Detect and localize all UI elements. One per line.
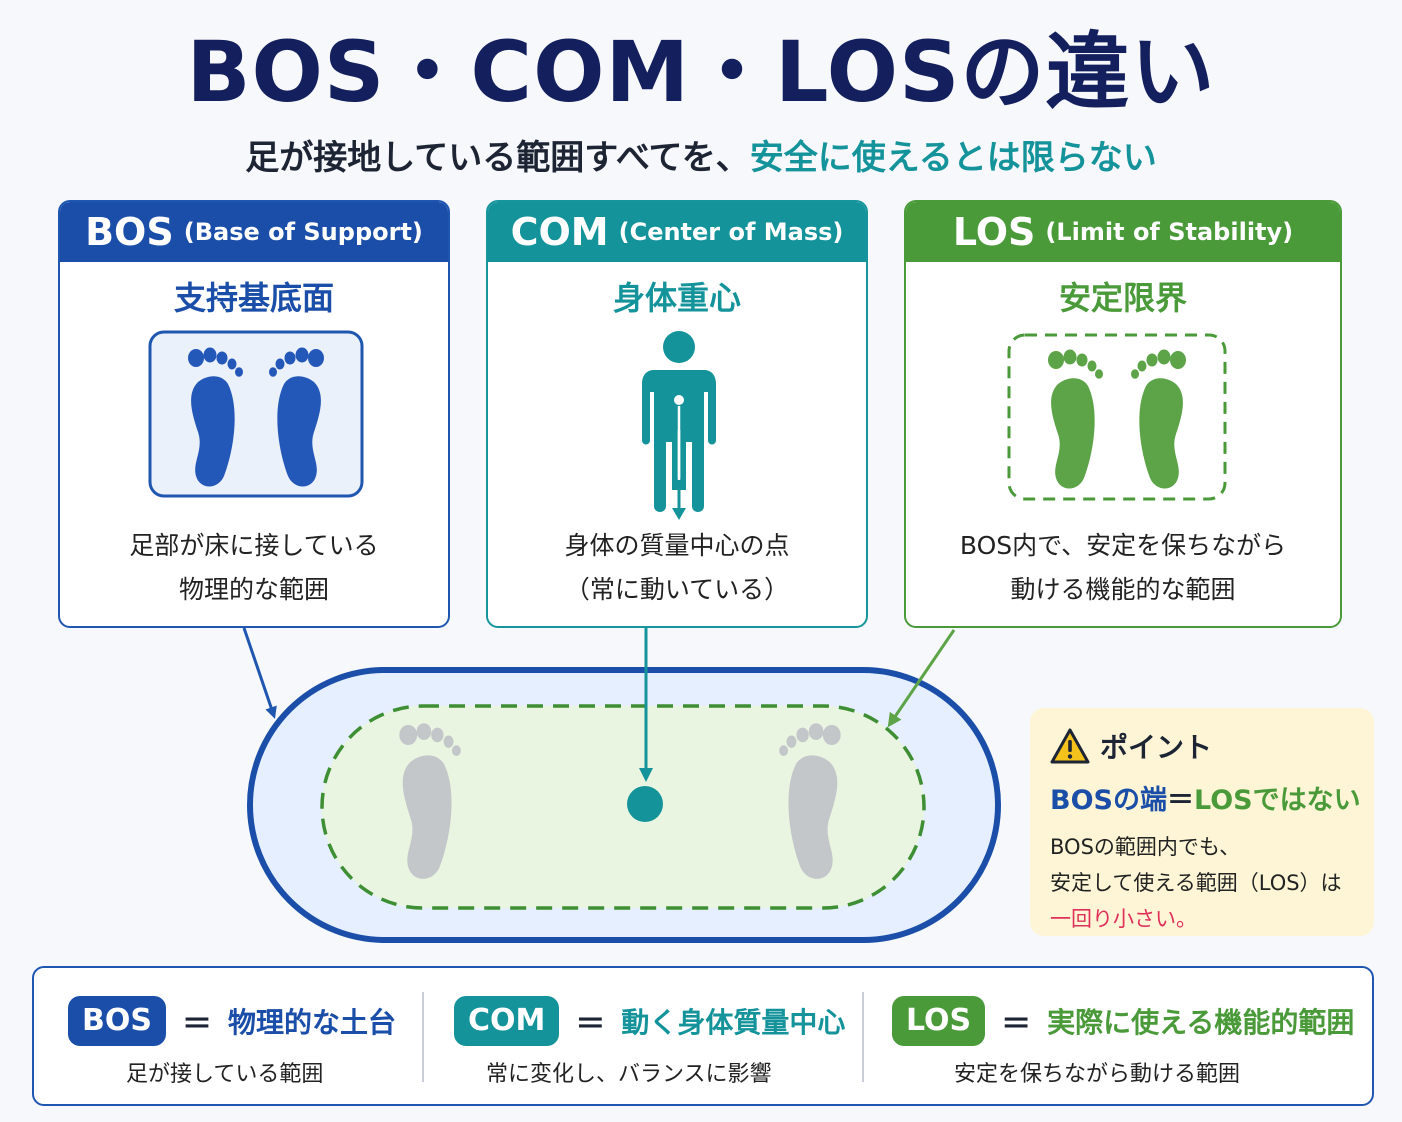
bos-arrow [242,627,277,719]
summary-bos-eq: ＝ [181,1007,212,1042]
card-com-desc-line: 身体の質量中心の点 [564,531,790,560]
point-body: BOSの範囲内でも、 安定して使える範囲（LOS）は 一回り小さい。 [1050,829,1354,937]
summary-bos: BOS ＝ 物理的な土台 足が接している範囲 [68,968,428,1104]
feet-dashed-boundary-icon [1007,333,1227,501]
point-heading: ポイント [1050,726,1354,766]
subtitle-part: 足が接地している範囲すべてを、 [245,138,750,178]
point-emphasis: 一回り小さい。 [1050,907,1197,931]
card-com-desc-line: （常に動いている） [564,575,790,604]
card-bos-desc-line: 物理的な範囲 [178,575,329,604]
card-bos-desc-line: 足部が床に接している [129,531,379,560]
summary-divider [862,992,864,1082]
card-com-fullname: (Center of Mass) [618,218,844,246]
summary-los-eq: ＝ [1001,1007,1032,1042]
summary-los-badge: LOS [892,996,986,1046]
card-bos-abbr: BOS [85,210,174,254]
card-bos: BOS (Base of Support) 支持基底面 足部が床に接している 物… [58,200,450,628]
card-bos-japanese-term: 支持基底面 [173,279,334,317]
point-body-line: 安定して使える範囲（LOS）は [1050,871,1342,895]
summary-com: COM ＝ 動く身体質量中心 常に変化し、バランスに影響 [454,968,874,1104]
stability-diagram [242,627,1001,943]
point-key-bos: BOSの端 [1050,785,1167,816]
summary-com-desc: 常に変化し、バランスに影響 [486,1062,772,1087]
subtitle-highlight: 安全に使えるとは限らない [749,138,1157,178]
card-los: LOS (Limit of Stability) 安定限界 BOS内で、安定を保… [904,200,1342,628]
card-bos-header: BOS (Base of Support) [60,202,448,262]
point-callout: ポイント BOSの端＝LOSではない BOSの範囲内でも、 安定して使える範囲（… [1030,708,1374,936]
card-los-japanese-term: 安定限界 [1058,279,1187,317]
summary-bar: BOS ＝ 物理的な土台 足が接している範囲 COM ＝ 動く身体質量中心 常に… [32,966,1374,1106]
los-area [320,704,926,910]
point-key-los: LOSではない [1193,785,1361,816]
point-key-eq: ＝ [1166,785,1194,816]
card-com-header: COM (Center of Mass) [488,202,866,262]
person-center-of-mass-icon [642,331,716,520]
page-subtitle: 足が接地している範囲すべてを、安全に使えるとは限らない [0,134,1402,182]
card-bos-description: 足部が床に接している 物理的な範囲 [60,524,448,612]
card-com-japanese-term: 身体重心 [612,279,741,317]
card-los-description: BOS内で、安定を保ちながら 動ける機能的な範囲 [906,524,1340,612]
point-heading-text: ポイント [1100,731,1213,764]
warning-icon [1050,728,1090,764]
card-los-desc-line: BOS内で、安定を保ちながら [959,531,1287,560]
card-com-description: 身体の質量中心の点 （常に動いている） [488,524,866,612]
card-los-header: LOS (Limit of Stability) [906,202,1340,262]
com-point [627,786,663,822]
summary-divider [422,992,424,1082]
page-title: BOS・COM・LOSの違い [186,23,1216,121]
card-com: COM (Center of Mass) 身体重心 身体の質量中心の点 （常に動… [486,200,868,628]
summary-bos-desc: 足が接している範囲 [126,1062,324,1087]
summary-los-term: 実際に使える機能的範囲 [1047,1006,1355,1039]
summary-bos-badge: BOS [68,996,166,1046]
card-los-desc-line: 動ける機能的な範囲 [1010,575,1236,604]
los-arrow [887,629,956,728]
summary-los: LOS ＝ 実際に使える機能的範囲 安定を保ちながら動ける範囲 [892,968,1362,1104]
card-los-fullname: (Limit of Stability) [1045,218,1294,246]
card-bos-fullname: (Base of Support) [183,218,423,246]
summary-com-eq: ＝ [575,1007,606,1042]
summary-bos-term: 物理的な土台 [227,1006,396,1039]
card-los-abbr: LOS [952,210,1036,254]
point-key-statement: BOSの端＝LOSではない [1050,778,1361,817]
point-body-line: BOSの範囲内でも、 [1050,835,1241,859]
summary-los-desc: 安定を保ちながら動ける範囲 [954,1062,1241,1087]
feet-solid-icon [148,330,364,498]
summary-com-badge: COM [454,996,560,1046]
card-com-abbr: COM [510,210,609,254]
summary-com-term: 動く身体質量中心 [621,1006,846,1039]
